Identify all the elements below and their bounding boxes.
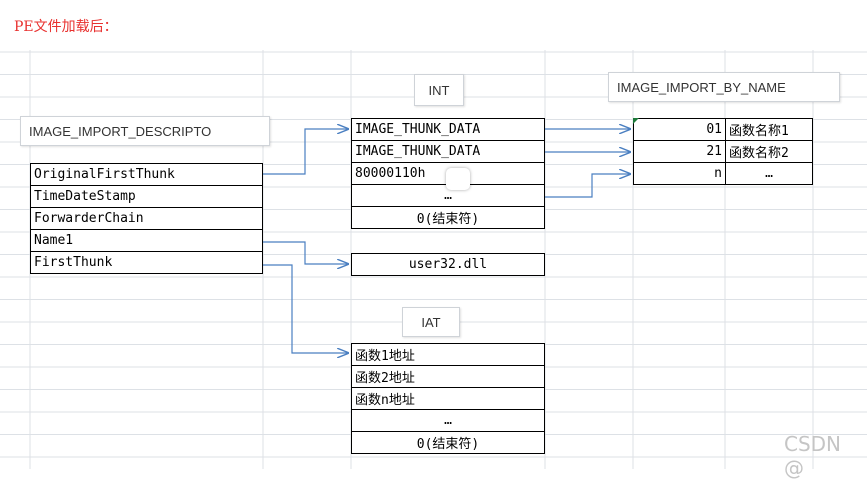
descriptor-field: OriginalFirstThunk — [30, 163, 263, 186]
cell-corner-marker — [633, 118, 639, 124]
import-by-name-table: 01 函数名称1 21 函数名称2 n … — [633, 118, 813, 185]
int-entry: 0(结束符) — [351, 206, 545, 229]
table-row: 0(结束符) — [351, 431, 545, 454]
name-cell: … — [725, 162, 813, 185]
table-row: IMAGE_THUNK_DATA — [351, 140, 545, 163]
iat-entry: … — [351, 409, 545, 432]
iat-label: IAT — [402, 307, 460, 337]
table-row: 21 函数名称2 — [633, 140, 813, 163]
int-label: INT — [414, 74, 464, 106]
table-row: OriginalFirstThunk — [30, 163, 263, 186]
table-row: n … — [633, 162, 813, 185]
descriptor-field: TimeDateStamp — [30, 185, 263, 208]
page-title: PE文件加载后： — [14, 19, 118, 35]
table-row: 0(结束符) — [351, 206, 545, 229]
table-row: … — [351, 409, 545, 432]
table-row: 函数1地址 — [351, 343, 545, 366]
descriptor-field: ForwarderChain — [30, 207, 263, 230]
table-row: IMAGE_THUNK_DATA — [351, 118, 545, 141]
descriptor-field: Name1 — [30, 229, 263, 252]
iat-entry: 函数n地址 — [351, 387, 545, 410]
dll-name-table: user32.dll — [351, 253, 545, 276]
int-entry: IMAGE_THUNK_DATA — [351, 140, 545, 163]
table-row: TimeDateStamp — [30, 185, 263, 208]
hint-cell: n — [633, 162, 726, 185]
descriptor-table: OriginalFirstThunk TimeDateStamp Forward… — [30, 163, 263, 274]
descriptor-field: FirstThunk — [30, 251, 263, 274]
table-row: 函数n地址 — [351, 387, 545, 410]
name-cell: 函数名称1 — [725, 118, 813, 141]
table-row: 01 函数名称1 — [633, 118, 813, 141]
iat-entry: 0(结束符) — [351, 431, 545, 454]
int-entry: IMAGE_THUNK_DATA — [351, 118, 545, 141]
table-row: ForwarderChain — [30, 207, 263, 230]
table-row: FirstThunk — [30, 251, 263, 274]
name-cell: 函数名称2 — [725, 140, 813, 163]
dll-name-cell: user32.dll — [351, 253, 545, 276]
iat-entry: 函数2地址 — [351, 365, 545, 388]
descriptor-label: IMAGE_IMPORT_DESCRIPTO — [20, 116, 270, 146]
hint-cell: 01 — [633, 118, 726, 141]
table-row: 函数2地址 — [351, 365, 545, 388]
table-row: user32.dll — [351, 253, 545, 276]
int-table: IMAGE_THUNK_DATA IMAGE_THUNK_DATA 800001… — [351, 118, 545, 229]
iat-entry: 函数1地址 — [351, 343, 545, 366]
import-by-name-label: IMAGE_IMPORT_BY_NAME — [608, 72, 840, 102]
hint-cell: 21 — [633, 140, 726, 163]
watermark: CSDN @ — [784, 432, 842, 480]
iat-table: 函数1地址 函数2地址 函数n地址 … 0(结束符) — [351, 343, 545, 454]
table-row: Name1 — [30, 229, 263, 252]
cursor-tooltip — [446, 168, 470, 190]
